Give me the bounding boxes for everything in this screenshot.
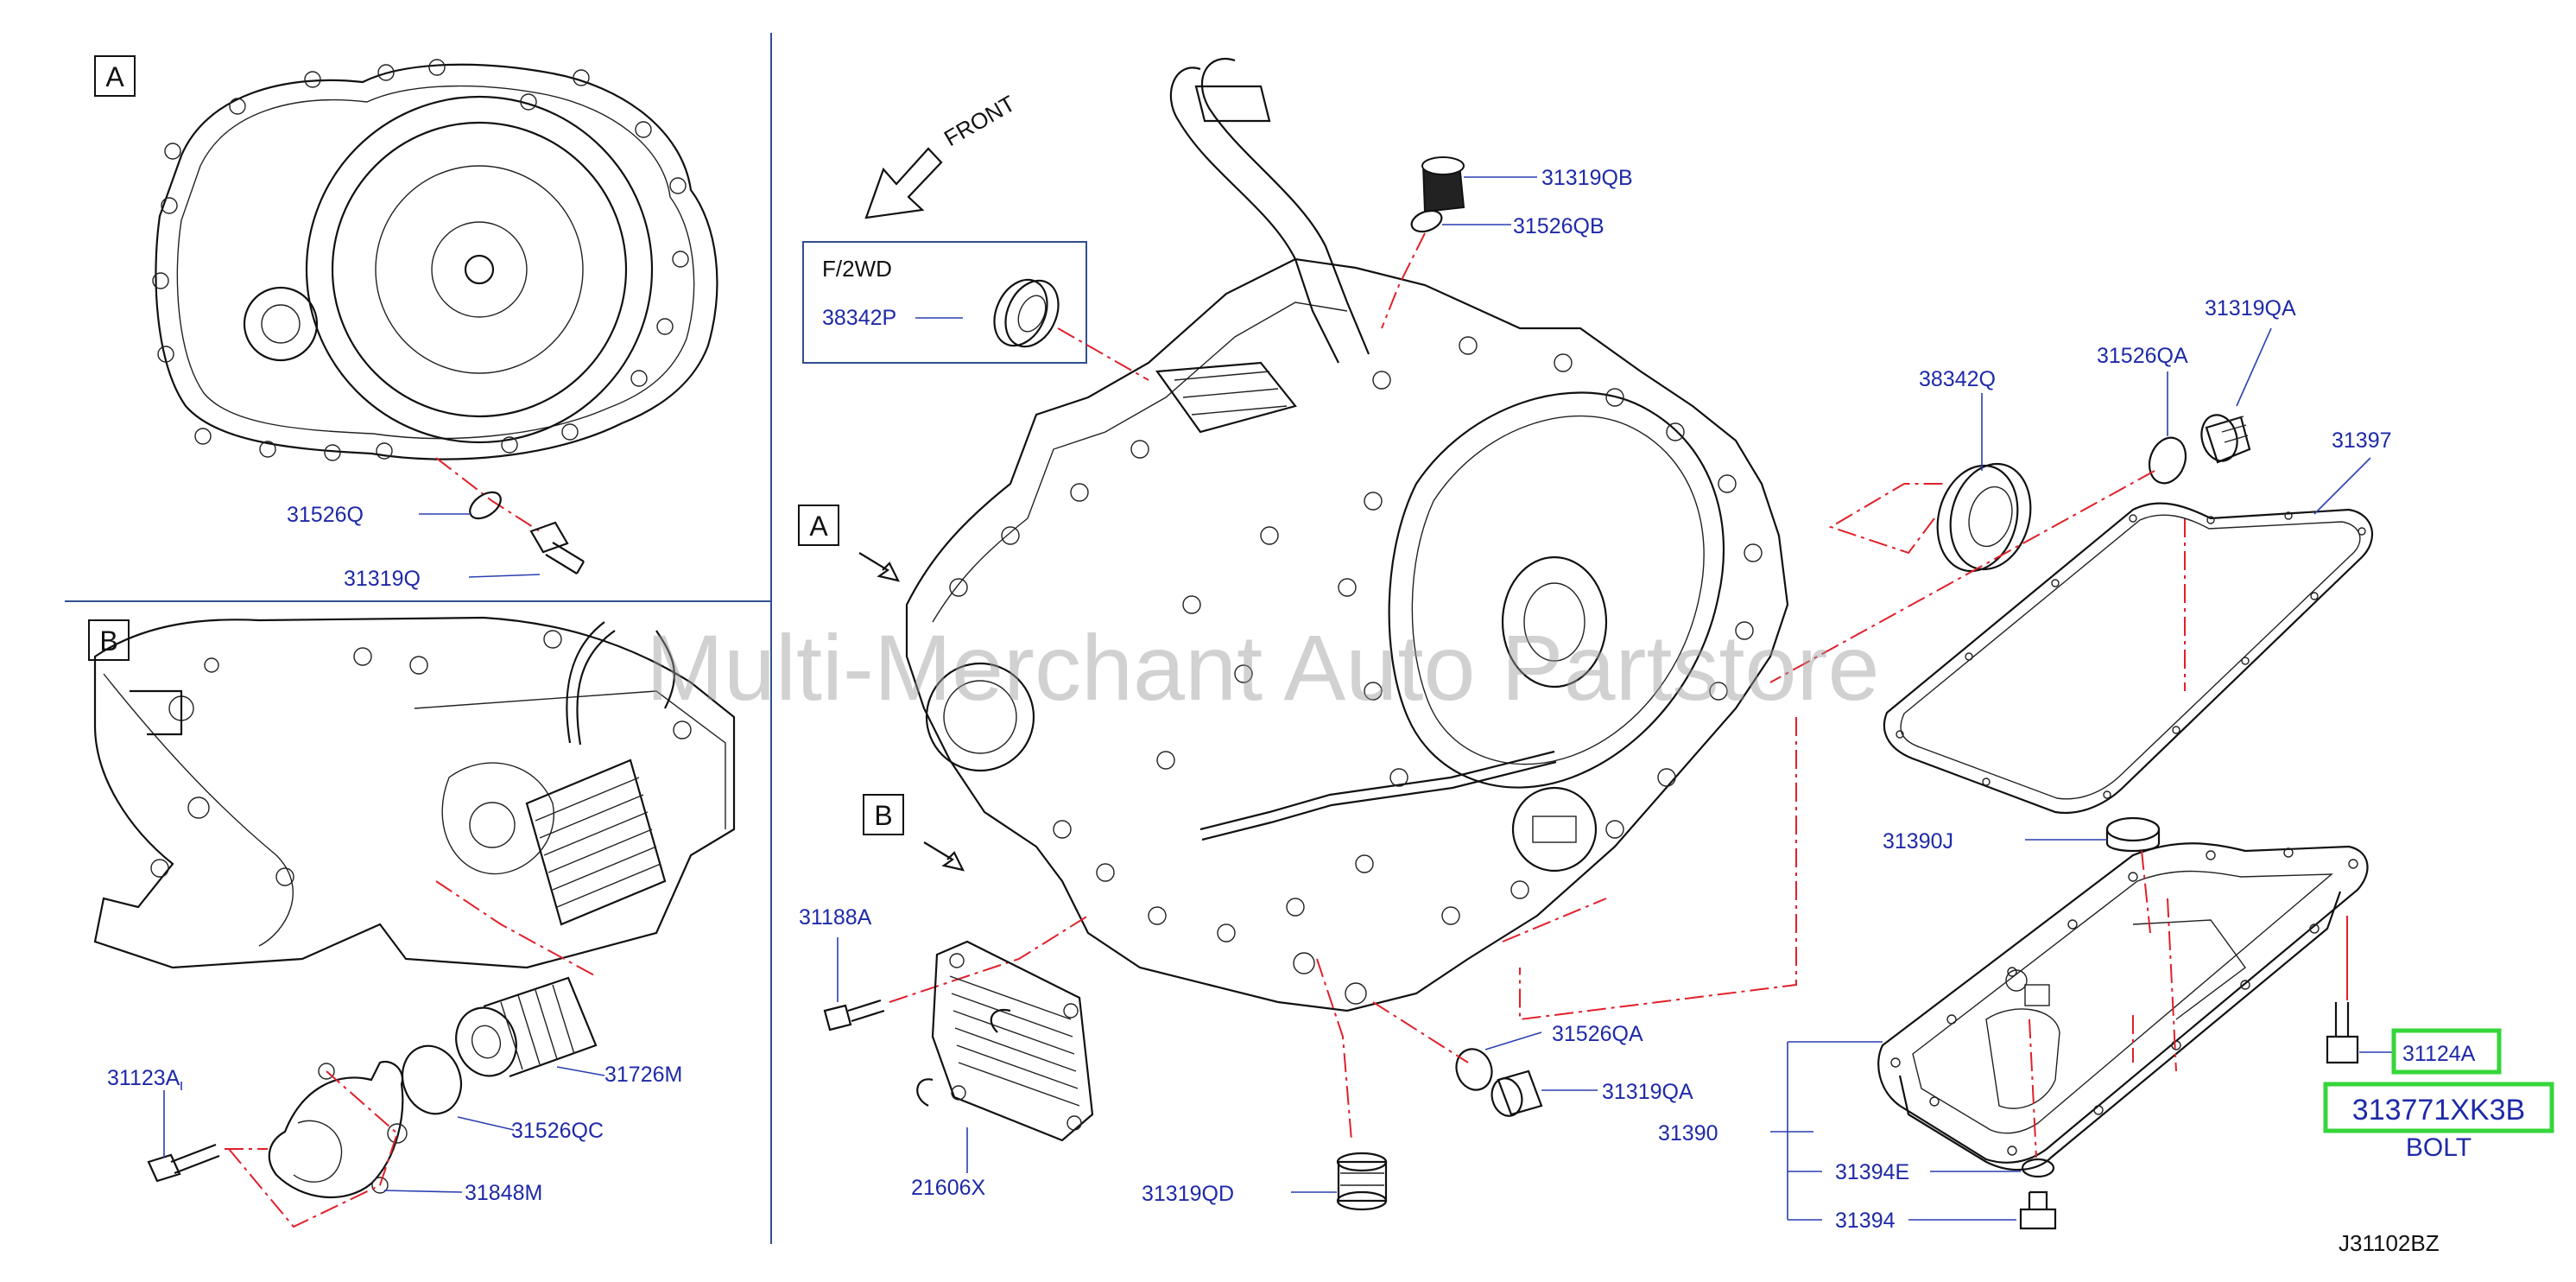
oil-cooler-21606x — [916, 940, 1094, 1142]
callout-b-box — [863, 794, 904, 835]
label-31526q: 31526Q — [287, 503, 364, 527]
bolt-31188a — [823, 999, 885, 1031]
oil-pan-31390 — [1877, 842, 2369, 1171]
callout-a-letter: A — [809, 511, 828, 542]
label-31319qd: 31319QD — [1142, 1182, 1234, 1206]
seal-38342q — [1936, 462, 2032, 573]
highlight-part-number: 313771XK3B — [2352, 1094, 2525, 1127]
watermark: Multi-Merchant Auto Partstore — [646, 615, 1880, 720]
label-21606x: 21606X — [911, 1176, 986, 1200]
diagram-code: J31102BZ — [2339, 1230, 2440, 1256]
front-label: FRONT — [940, 90, 1020, 151]
label-31726m: 31726M — [604, 1063, 682, 1087]
f2wd-box: F/2WD 38342P — [802, 241, 1087, 364]
highlight-caption: BOLT — [2406, 1133, 2472, 1162]
oil-filter-31726m — [455, 976, 598, 1078]
label-31123a: 31123A — [107, 1066, 180, 1090]
section-b: B — [88, 616, 736, 1228]
label-31526qa-low: 31526QA — [1552, 1022, 1643, 1046]
plug-31319qa-low — [1491, 1069, 1543, 1117]
plug-31319qb — [1421, 156, 1465, 213]
label-38342q: 38342Q — [1919, 367, 1996, 391]
magnet-31390j — [2105, 816, 2161, 853]
filter-cover-31848m — [268, 1060, 408, 1199]
converter-housing-drawing — [152, 59, 718, 461]
plug-31319qa-top — [2200, 414, 2251, 464]
section-a-letter: A — [105, 61, 124, 92]
label-31319qa-low: 31319QA — [1602, 1080, 1693, 1104]
highlight-31124a-box — [2391, 1028, 2502, 1075]
label-38342p: 38342P — [822, 306, 896, 330]
label-31390: 31390 — [1658, 1121, 1718, 1146]
transmission-case-drawing — [905, 58, 1789, 1012]
label-31526qc: 31526QC — [511, 1119, 604, 1143]
highlight-part-number-box — [2323, 1082, 2554, 1133]
callout-a-box — [798, 505, 839, 546]
o-ring-31526qc — [402, 1044, 462, 1115]
f2wd-title: F/2WD — [822, 256, 892, 282]
highlight-group: 31124A 313771XK3B BOLT — [2323, 1028, 2554, 1162]
label-31394: 31394 — [1835, 1209, 1896, 1233]
plug-31319qd — [1336, 1152, 1388, 1211]
section-a-box — [94, 55, 136, 97]
label-31319qb: 31319QB — [1541, 166, 1633, 190]
label-31319q: 31319Q — [344, 567, 421, 591]
label-31319qa-top: 31319QA — [2205, 296, 2296, 320]
bolt-31319q — [529, 521, 585, 574]
section-a: A — [94, 55, 718, 591]
label-31188a: 31188A — [799, 905, 872, 930]
label-31526qa-top: 31526QA — [2097, 344, 2188, 368]
section-b-box — [88, 619, 130, 661]
gasket-31397 — [1883, 502, 2374, 815]
callout-b-letter: B — [874, 800, 892, 831]
washer-31526qb — [1410, 209, 1443, 233]
washer-31394e — [2021, 1158, 2055, 1178]
main-assembly: FRONT F/2WD 38342P A B — [798, 58, 2392, 1233]
washer-31526q — [469, 491, 502, 520]
drain-plug-31394 — [2019, 1190, 2057, 1230]
washer-31526qa-top — [2148, 436, 2187, 485]
label-31124a: 31124A — [2402, 1042, 2476, 1066]
front-arrow: FRONT — [864, 90, 1020, 219]
bolt-31123a — [147, 1143, 220, 1183]
label-31397: 31397 — [2332, 428, 2392, 453]
washer-31526qa-low — [1455, 1048, 1493, 1091]
label-31526qb: 31526QB — [1513, 214, 1604, 238]
label-31394e: 31394E — [1835, 1160, 1909, 1184]
oil-cooler-area-drawing — [93, 616, 736, 969]
section-b-letter: B — [99, 625, 117, 657]
seal-38342p — [993, 278, 1060, 348]
label-31390j: 31390J — [1883, 829, 1953, 854]
bolt-31124a — [2326, 1002, 2359, 1064]
label-31848m: 31848M — [465, 1181, 542, 1205]
